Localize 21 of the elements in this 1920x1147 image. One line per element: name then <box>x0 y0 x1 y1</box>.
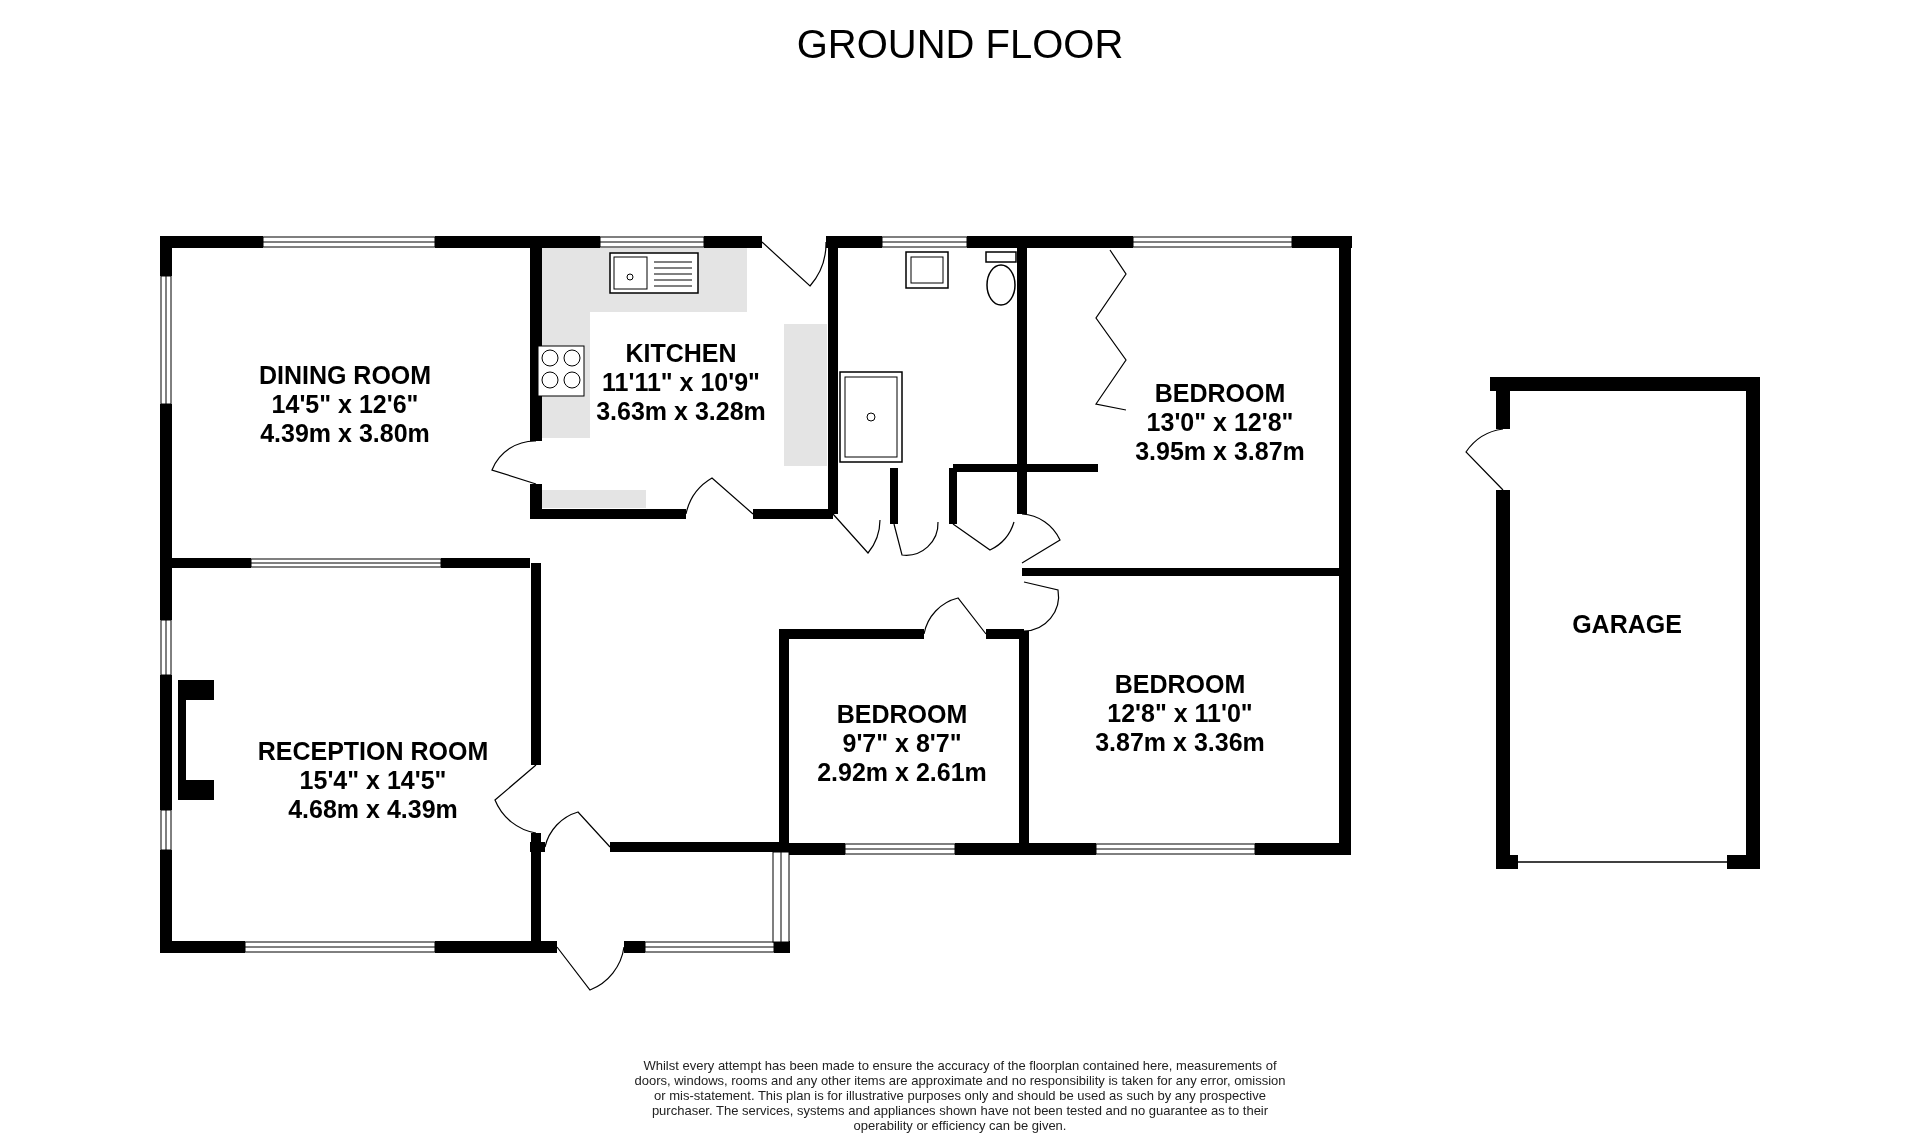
room-name: BEDROOM <box>1153 378 1287 408</box>
metric-dimensions: 3.87m x 3.36m <box>1095 727 1265 757</box>
metric-dimensions: 3.63m x 3.28m <box>596 396 766 426</box>
room-name: GARAGE <box>1572 609 1682 639</box>
metric-dimensions: 2.92m x 2.61m <box>817 757 987 787</box>
metric-dimensions: 4.68m x 4.39m <box>287 794 459 824</box>
room-name: KITCHEN <box>624 338 738 368</box>
imperial-dimensions: 9'7" x 8'7" <box>841 728 963 758</box>
room-name: BEDROOM <box>1113 669 1247 699</box>
metric-dimensions: 4.39m x 3.80m <box>259 418 431 448</box>
imperial-dimensions: 12'8" x 11'0" <box>1106 698 1254 728</box>
imperial-dimensions: 11'11" x 10'9" <box>601 367 761 397</box>
imperial-dimensions: 14'5" x 12'6" <box>270 389 420 419</box>
room-name: DINING ROOM <box>258 360 432 390</box>
imperial-dimensions: 15'4" x 14'5" <box>298 765 448 795</box>
floor-title: GROUND FLOOR <box>796 22 1124 67</box>
room-name: BEDROOM <box>835 699 969 729</box>
disclaimer-text: Whilst every attempt has been made to ensure the accuracy of the floorplan contained here, measurements of doors, windows, rooms and any other items are approximate and no responsibility is taken for any error, omission or mis-statement. This plan is for illustrative purposes only and should be used as such by any prospective purchaser. The services, systems and appliances shown have not been tested and no guarantee as to their operability or efficiency can be given. <box>633 1058 1287 1133</box>
room-name: RECEPTION ROOM <box>257 736 489 766</box>
metric-dimensions: 3.95m x 3.87m <box>1135 436 1305 466</box>
imperial-dimensions: 13'0" x 12'8" <box>1145 407 1295 437</box>
